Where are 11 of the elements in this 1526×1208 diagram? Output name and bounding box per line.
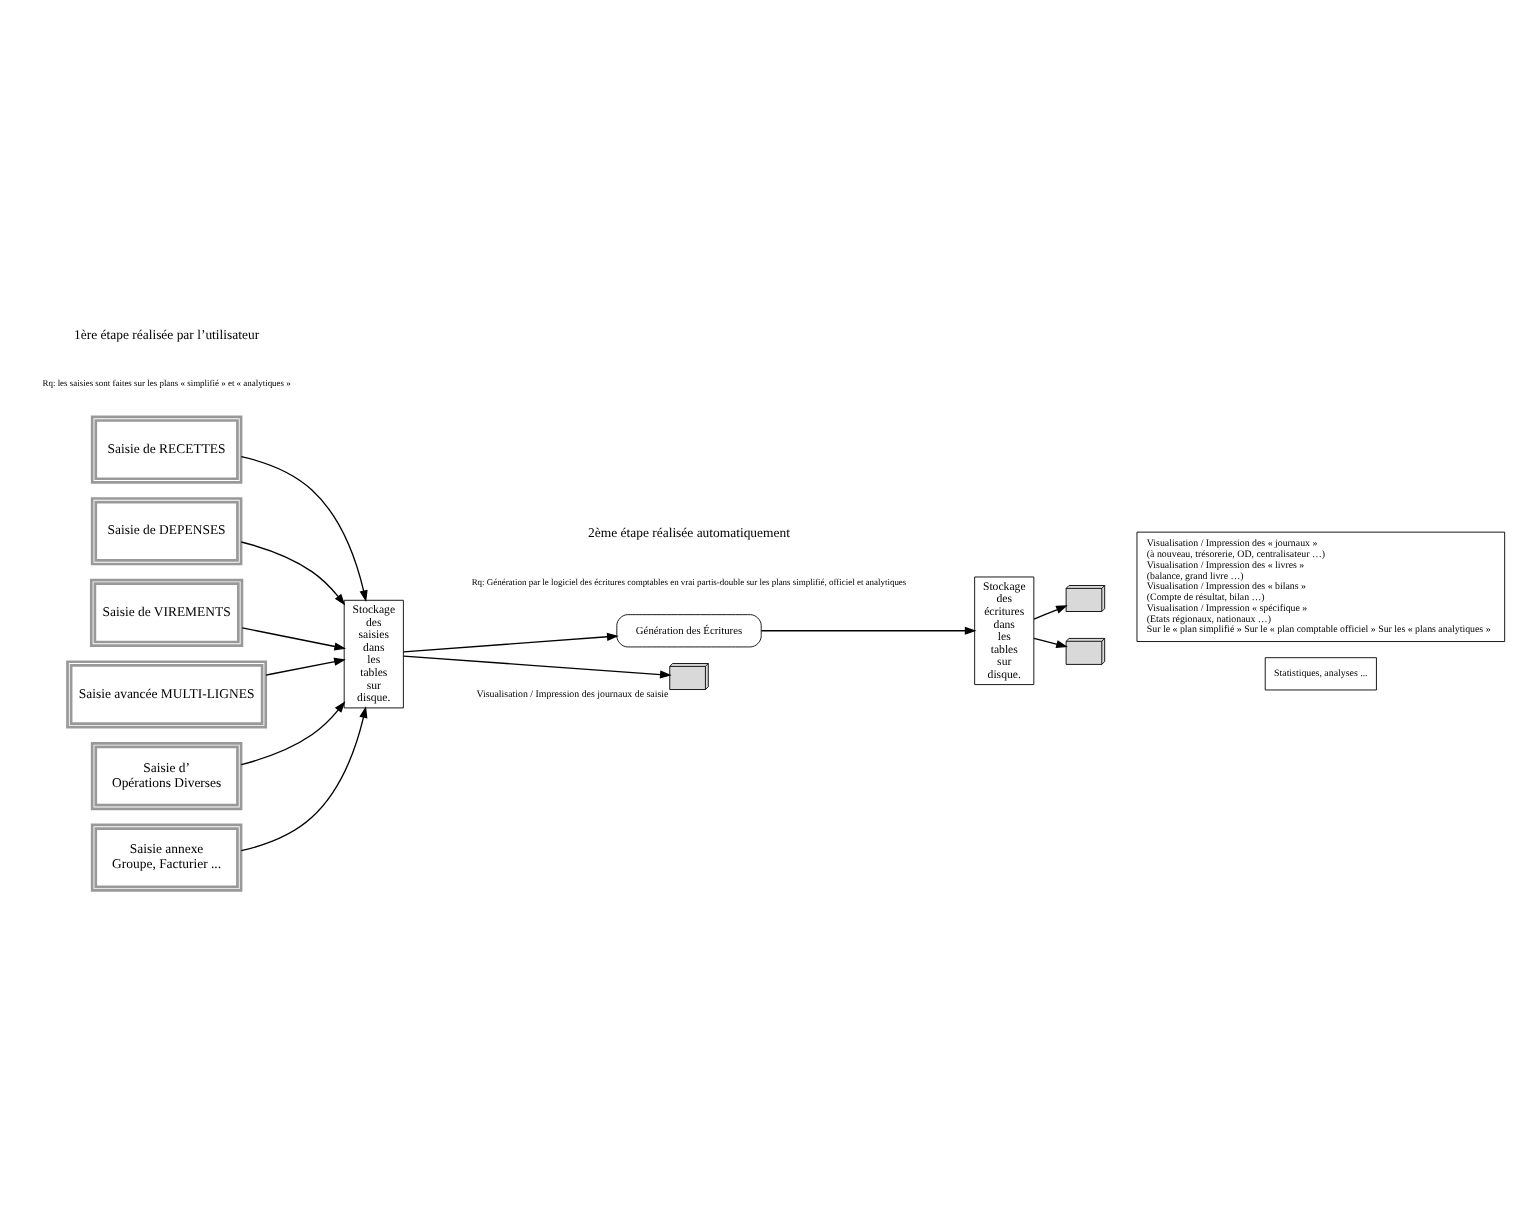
arrow (240, 454, 368, 602)
arrow (265, 656, 346, 675)
arrow (1033, 636, 1068, 648)
arrow (402, 654, 672, 678)
arrow (241, 626, 347, 650)
arrow (240, 540, 346, 605)
arrow (760, 625, 977, 634)
arrow (240, 705, 368, 851)
arrow (402, 631, 619, 652)
arrow (1033, 604, 1068, 619)
arrow (240, 700, 346, 765)
